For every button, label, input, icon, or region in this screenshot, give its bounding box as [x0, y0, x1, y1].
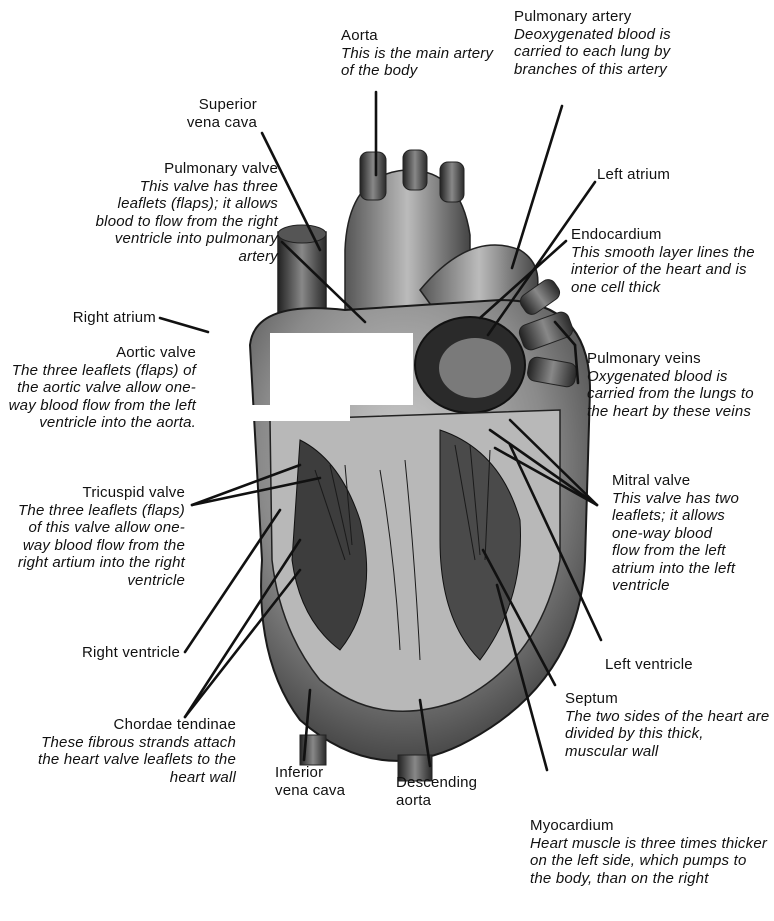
label-superior-vena-cava: Superior vena cava — [175, 96, 257, 131]
label-septum: Septum The two sides of the heart are di… — [565, 690, 770, 760]
label-left-atrium: Left atrium — [597, 166, 670, 184]
label-endocardium-title: Endocardium — [571, 226, 771, 244]
label-endocardium-desc: This smooth layer lines the interior of … — [571, 244, 771, 297]
label-myocardium-desc: Heart muscle is three times thicker on t… — [530, 835, 770, 888]
label-right-ventricle-title: Right ventricle — [30, 644, 180, 662]
label-tricuspid-valve-title: Tricuspid valve — [10, 484, 185, 502]
label-aorta-title: Aorta — [341, 27, 501, 45]
label-tricuspid-valve: Tricuspid valve The three leaflets (flap… — [10, 484, 185, 589]
leader-pulmonary-artery — [512, 106, 562, 268]
label-mitral-valve-title: Mitral valve — [612, 472, 742, 490]
label-myocardium: Myocardium Heart muscle is three times t… — [530, 817, 770, 887]
label-pulmonary-valve-title: Pulmonary valve — [2, 160, 278, 178]
label-pulmonary-artery: Pulmonary artery Deoxygenated blood is c… — [514, 8, 699, 78]
label-septum-desc: The two sides of the heart are divided b… — [565, 708, 770, 761]
label-aorta: Aorta This is the main artery of the bod… — [341, 27, 501, 80]
label-chordae-tendinae-title: Chordae tendinae — [18, 716, 236, 734]
label-descending-aorta: Descending aorta — [396, 774, 484, 809]
label-pulmonary-veins-desc: Oxygenated blood is carried from the lun… — [587, 368, 769, 421]
label-septum-title: Septum — [565, 690, 770, 708]
label-myocardium-title: Myocardium — [530, 817, 770, 835]
label-pulmonary-artery-title: Pulmonary artery — [514, 8, 699, 26]
label-pulmonary-veins: Pulmonary veins Oxygenated blood is carr… — [587, 350, 769, 420]
label-chordae-tendinae: Chordae tendinae These fibrous strands a… — [18, 716, 236, 786]
label-left-ventricle: Left ventricle — [605, 656, 693, 674]
blank-patch — [232, 405, 350, 421]
label-chordae-tendinae-desc: These fibrous strands attach the heart v… — [18, 734, 236, 787]
label-aortic-valve-title: Aortic valve — [4, 344, 196, 362]
label-mitral-valve: Mitral valve This valve has two leaflets… — [612, 472, 742, 595]
label-superior-vena-cava-title: Superior vena cava — [175, 96, 257, 131]
label-pulmonary-artery-desc: Deoxygenated blood is carried to each lu… — [514, 26, 699, 79]
label-pulmonary-veins-title: Pulmonary veins — [587, 350, 769, 368]
label-aorta-desc: This is the main artery of the body — [341, 45, 501, 80]
label-endocardium: Endocardium This smooth layer lines the … — [571, 226, 771, 296]
blank-patch — [270, 333, 413, 405]
label-mitral-valve-desc: This valve has two leaflets; it allows o… — [612, 490, 742, 595]
label-aortic-valve-desc: The three leaflets (flaps) of the aortic… — [4, 362, 196, 432]
label-right-atrium: Right atrium — [20, 309, 156, 327]
label-left-atrium-title: Left atrium — [597, 166, 670, 184]
leader-right-atrium — [160, 318, 208, 332]
label-descending-aorta-title: Descending aorta — [396, 774, 484, 809]
label-pulmonary-valve: Pulmonary valve This valve has three lea… — [2, 160, 278, 265]
label-pulmonary-valve-desc: This valve has three leaflets (flaps); i… — [2, 178, 278, 266]
label-inferior-vena-cava: Inferior vena cava — [275, 764, 355, 799]
label-tricuspid-valve-desc: The three leaflets (flaps) of this valve… — [10, 502, 185, 590]
label-left-ventricle-title: Left ventricle — [605, 656, 693, 674]
left-atrium-inner-shape — [439, 338, 511, 398]
label-aortic-valve: Aortic valve The three leaflets (flaps) … — [4, 344, 196, 432]
label-right-ventricle: Right ventricle — [30, 644, 180, 662]
label-right-atrium-title: Right atrium — [20, 309, 156, 327]
label-inferior-vena-cava-title: Inferior vena cava — [275, 764, 355, 799]
